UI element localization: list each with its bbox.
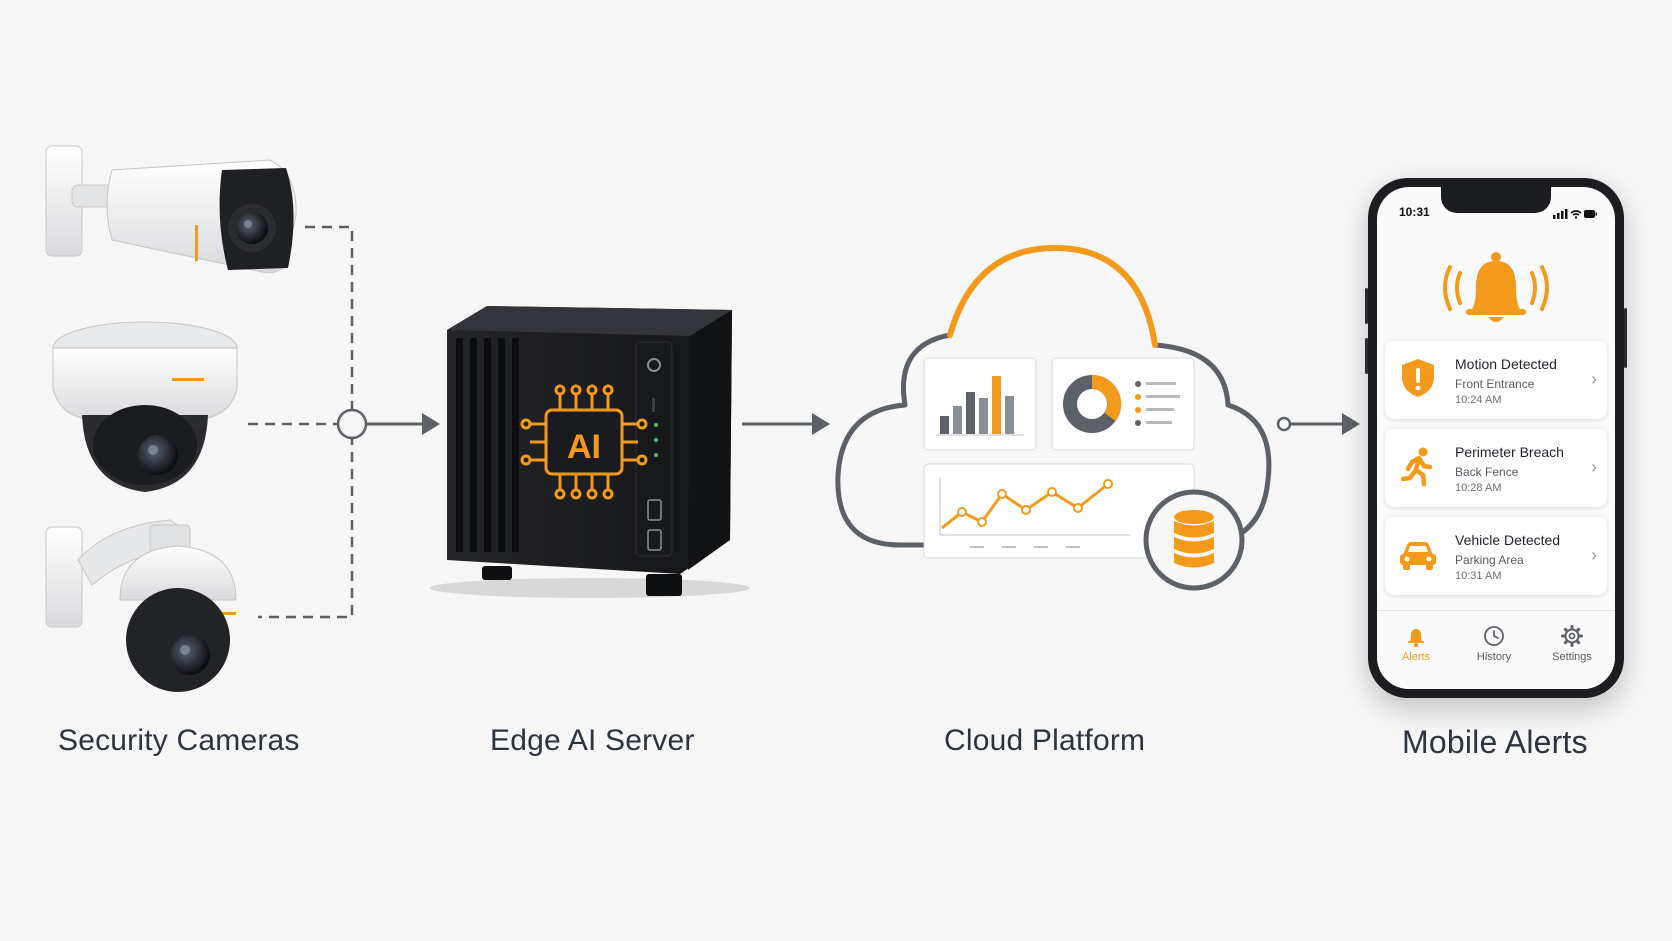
tab-settings[interactable]: Settings bbox=[1537, 625, 1607, 663]
ai-chip-label: AI bbox=[567, 428, 601, 466]
arrow-to-server bbox=[366, 413, 440, 435]
alert-location: Parking Area bbox=[1455, 553, 1524, 567]
alert-card-vehicle[interactable]: Vehicle Detected Parking Area 10:31 AM › bbox=[1385, 517, 1607, 595]
signal-icon bbox=[1553, 209, 1568, 219]
alarm-bell-icon bbox=[1443, 252, 1549, 322]
phone-notch bbox=[1441, 187, 1551, 213]
alert-location: Front Entrance bbox=[1455, 377, 1535, 391]
alert-list: Motion Detected Front Entrance 10:24 AM … bbox=[1385, 341, 1607, 605]
tab-alerts[interactable]: Alerts bbox=[1381, 625, 1451, 663]
power-button bbox=[1624, 308, 1627, 368]
wifi-icon bbox=[1570, 210, 1582, 216]
database-icon bbox=[1143, 489, 1245, 591]
tab-label: Settings bbox=[1552, 651, 1592, 663]
dome-camera bbox=[52, 321, 238, 492]
alert-title: Vehicle Detected bbox=[1455, 532, 1561, 548]
camera-connectors bbox=[248, 225, 354, 619]
shield-alert-icon bbox=[1402, 359, 1434, 397]
alert-time: 10:28 AM bbox=[1455, 482, 1502, 494]
ptz-camera bbox=[45, 519, 237, 692]
volume-button bbox=[1365, 288, 1368, 324]
bullet-camera bbox=[45, 145, 297, 274]
gear-icon bbox=[1561, 625, 1583, 647]
line-chart-icon bbox=[939, 478, 1130, 548]
alert-time: 10:31 AM bbox=[1455, 570, 1502, 582]
tab-history[interactable]: History bbox=[1459, 625, 1529, 663]
stage-label-cloud: Cloud Platform bbox=[944, 724, 1146, 757]
smartphone: 10:31 bbox=[1365, 178, 1627, 698]
alert-location: Back Fence bbox=[1455, 465, 1519, 479]
alert-card-perimeter[interactable]: Perimeter Breach Back Fence 10:28 AM › bbox=[1385, 429, 1607, 507]
alert-time: 10:24 AM bbox=[1455, 394, 1502, 406]
car-icon bbox=[1400, 542, 1436, 570]
running-person-icon bbox=[1400, 447, 1433, 487]
alert-title: Perimeter Breach bbox=[1455, 444, 1564, 460]
junction-node bbox=[336, 408, 368, 440]
chevron-right-icon: › bbox=[1591, 545, 1597, 565]
alert-title: Motion Detected bbox=[1455, 356, 1557, 372]
ai-chip-icon bbox=[520, 384, 648, 500]
stage-label-mobile: Mobile Alerts bbox=[1402, 724, 1588, 760]
battery-icon bbox=[1584, 210, 1597, 218]
tab-label: Alerts bbox=[1401, 651, 1431, 663]
bar-chart-icon bbox=[936, 376, 1024, 436]
chevron-right-icon: › bbox=[1591, 369, 1597, 389]
clock-icon bbox=[1484, 626, 1504, 646]
edge-server bbox=[430, 306, 750, 598]
server-vents bbox=[456, 338, 519, 552]
bell-icon bbox=[1408, 629, 1424, 647]
alert-card-motion[interactable]: Motion Detected Front Entrance 10:24 AM … bbox=[1385, 341, 1607, 419]
tab-label: History bbox=[1476, 651, 1512, 663]
status-time: 10:31 bbox=[1399, 205, 1430, 219]
phone-screen: 10:31 bbox=[1377, 187, 1615, 689]
cloud-platform bbox=[835, 244, 1272, 591]
arrow-to-cloud bbox=[742, 413, 830, 435]
chevron-right-icon: › bbox=[1591, 457, 1597, 477]
donut-chart-icon bbox=[1063, 374, 1180, 433]
volume-button bbox=[1365, 338, 1368, 374]
stage-label-edge: Edge AI Server bbox=[490, 724, 695, 757]
arrow-to-phone bbox=[1276, 413, 1360, 435]
tab-bar: Alerts History bbox=[1377, 610, 1615, 689]
stage-label-cameras: Security Cameras bbox=[58, 724, 300, 757]
status-icons bbox=[1553, 206, 1597, 224]
